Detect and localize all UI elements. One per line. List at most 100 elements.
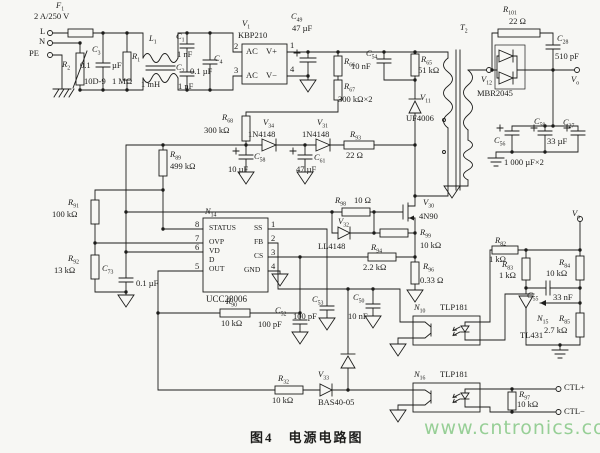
- fuse-symbol: [67, 28, 94, 38]
- label-2: 2: [234, 41, 239, 51]
- label-C-49: C49: [291, 11, 303, 24]
- label-R-1: R1: [132, 51, 141, 64]
- label-2-A/250-V: 2 A/250 V: [34, 11, 70, 21]
- label-100-pF: 100 pF: [293, 311, 317, 321]
- label-22-Ω: 22 Ω: [509, 16, 526, 26]
- label-47-µF: 47 µF: [292, 23, 313, 33]
- mbr2045-frame: [494, 44, 526, 90]
- label-0.1: 0.1: [80, 60, 91, 70]
- label-499-kΩ: 499 kΩ: [170, 161, 196, 171]
- label-AC: AC: [246, 46, 258, 56]
- label-1-mH: 1 mH: [141, 79, 161, 89]
- label-C-27: C27: [563, 117, 575, 130]
- label-D: D: [209, 255, 215, 264]
- label-1N4148: 1N4148: [302, 129, 330, 139]
- label-C-73: C73: [102, 263, 114, 276]
- label-V-34: V34: [263, 117, 274, 130]
- label-R-67: R67: [344, 81, 355, 94]
- label-STATUS: STATUS: [209, 223, 236, 232]
- label-UCC28006: UCC28006: [206, 294, 248, 304]
- label-OUT: OUT: [209, 264, 225, 273]
- label-47-µF: 47 µF: [296, 164, 317, 174]
- label-V-12: V12: [481, 74, 492, 87]
- label-R-85: R85: [559, 313, 570, 326]
- label-V-31: V31: [317, 117, 328, 130]
- label-N-16: N16: [414, 369, 426, 382]
- label-R-94: R94: [371, 242, 382, 255]
- label-1: 1: [290, 40, 295, 50]
- label-TLP181: TLP181: [440, 302, 468, 312]
- label-F-1: F1: [56, 0, 65, 13]
- label-1N4148: 1N4148: [248, 129, 276, 139]
- label-10-nF: 10 nF: [348, 311, 368, 321]
- label-R-93: R93: [350, 129, 361, 142]
- label-GND: GND: [244, 265, 261, 274]
- label-13-kΩ: 13 kΩ: [54, 265, 76, 275]
- label-R-98: R98: [335, 195, 346, 208]
- label-10-kΩ: 10 kΩ: [546, 268, 568, 278]
- label-8: 8: [195, 219, 200, 229]
- label-LL4148: LL4148: [318, 241, 346, 251]
- label-VD: VD: [209, 246, 220, 255]
- label-N-15: N15: [537, 313, 549, 326]
- watermark-text: www.cntronics.com: [424, 417, 600, 439]
- label-4N90: 4N90: [419, 211, 438, 221]
- label-V−: V−: [266, 70, 277, 80]
- label-R-97: R97: [519, 389, 530, 402]
- label-C-4: C4: [214, 53, 223, 66]
- label-10-µF: 10 µF: [228, 164, 249, 174]
- figure-caption: 图4 电源电路图: [250, 430, 364, 445]
- label-UF4006: UF4006: [406, 113, 434, 123]
- label-C-50: C50: [353, 292, 365, 305]
- label-BAS40-05: BAS40-05: [318, 397, 355, 407]
- chassis-ground-icon: [551, 349, 569, 359]
- label-100-pF: 100 pF: [258, 319, 282, 329]
- label-N: N: [39, 36, 46, 46]
- label-V-32: V32: [338, 216, 349, 229]
- label-1-000-µF×2: 1 000 µF×2: [504, 157, 544, 167]
- label-51-kΩ: 51 kΩ: [418, 65, 440, 75]
- label-CS: CS: [254, 251, 264, 260]
- label-µF: µF: [112, 60, 122, 70]
- label-10-kΩ: 10 kΩ: [517, 399, 539, 409]
- label-CTL−: CTL−: [564, 406, 585, 416]
- label-T-2: T2: [460, 22, 468, 35]
- label-R-84: R84: [559, 257, 570, 270]
- label-0.1-µF: 0.1 µF: [136, 278, 159, 288]
- mosfet-arrow: [409, 215, 414, 221]
- label-V+: V+: [266, 46, 277, 56]
- label-C-1: C1: [176, 31, 185, 44]
- label-TLP181: TLP181: [440, 369, 468, 379]
- label-300-kΩ×2: 300 kΩ×2: [338, 94, 373, 104]
- label-22-Ω: 22 Ω: [346, 150, 363, 160]
- bridge-rectifier-box: [241, 43, 288, 85]
- label-10-kΩ: 10 kΩ: [272, 395, 294, 405]
- label-C-3: C3: [92, 44, 101, 57]
- label-C-54: C54: [366, 48, 378, 61]
- label-N-14: N14: [205, 206, 217, 219]
- label-1-nF: 1 nF: [177, 49, 193, 59]
- label-C-58: C58: [254, 151, 266, 164]
- label-1-kΩ: 1 kΩ: [489, 254, 506, 264]
- label-C-28: C28: [557, 33, 569, 46]
- label-R-2: R2: [62, 59, 71, 72]
- junction-dots: [78, 31, 582, 414]
- label-1-MΩ: 1 MΩ: [112, 76, 133, 86]
- label-R-65: R65: [421, 54, 432, 67]
- label-V-30: V30: [423, 197, 434, 210]
- label-L-1: L1: [149, 33, 157, 46]
- label-C-59: C59: [534, 116, 546, 129]
- label-KBP210: KBP210: [238, 30, 268, 40]
- label-3: 3: [271, 247, 276, 257]
- label-R-91: R91: [68, 197, 79, 210]
- label-2: 2: [271, 233, 276, 243]
- label-2.7-kΩ: 2.7 kΩ: [544, 325, 568, 335]
- label-C-61: C61: [314, 152, 326, 165]
- label-R-82: R82: [495, 235, 506, 248]
- resistor-r1: [122, 51, 132, 81]
- label-33-µF: 33 µF: [547, 136, 568, 146]
- label-L: L: [40, 26, 46, 36]
- optocoupler-n10: [397, 315, 491, 346]
